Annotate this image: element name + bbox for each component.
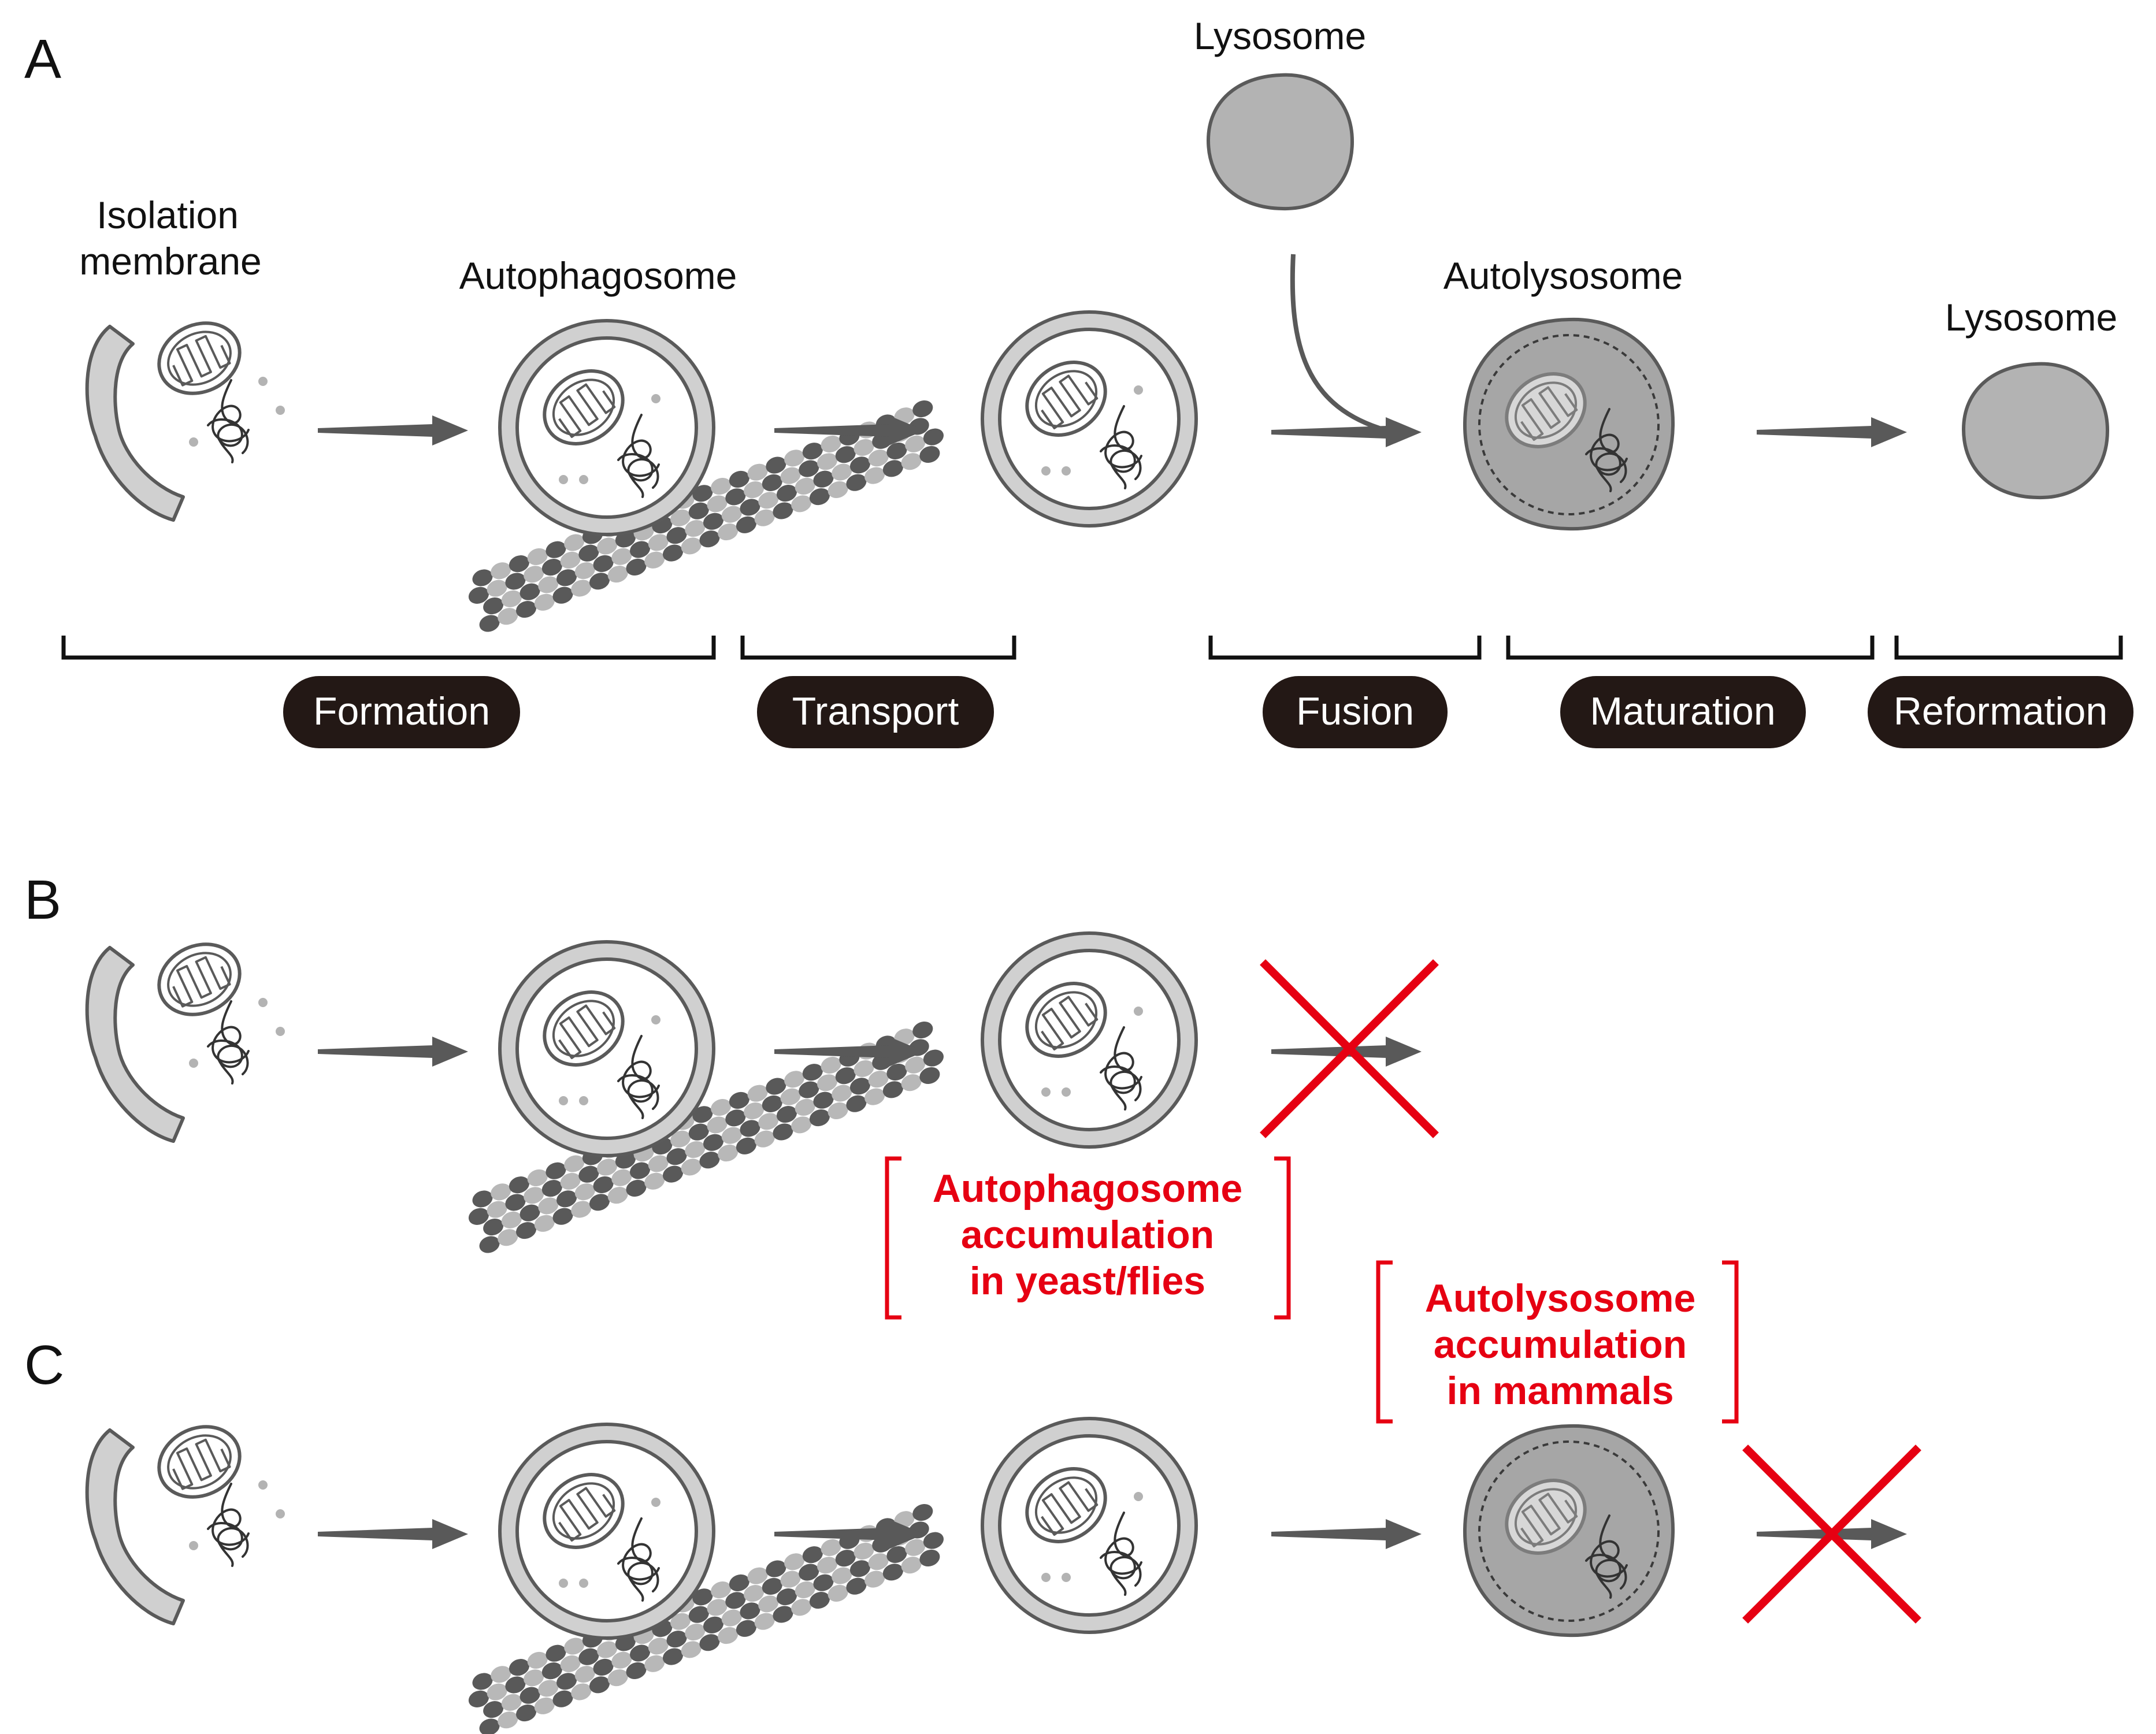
isolation-membrane-label-line1: Isolation xyxy=(97,194,239,236)
step-fusion-label: Fusion xyxy=(1296,689,1414,733)
panel-letter-a: A xyxy=(24,28,61,90)
note-c-line1: Autolysosome xyxy=(1425,1276,1696,1320)
autophagosome-a-transported xyxy=(982,312,1196,526)
note-c-line2: accumulation xyxy=(1434,1323,1687,1367)
note-c-line3: in mammals xyxy=(1446,1369,1673,1413)
autophagosome-c-transported xyxy=(982,1419,1196,1632)
lysosome-top-label: Lysosome xyxy=(1194,14,1366,57)
isolation-membrane-label-line2: membrane xyxy=(79,240,261,283)
stage-brackets xyxy=(61,636,2123,660)
lysosome-right xyxy=(1964,364,2107,497)
panel-b: B Autophagosome accumulation in yeast/fl… xyxy=(24,869,1433,1320)
step-maturation-label: Maturation xyxy=(1590,689,1775,733)
autophagosome-b xyxy=(500,942,714,1156)
autophagosome-b-transported xyxy=(982,933,1196,1147)
isolation-membrane-b xyxy=(87,931,285,1141)
arrow-a-4 xyxy=(1757,417,1907,447)
step-reformation-label: Reformation xyxy=(1894,689,2107,733)
arrow-b-1 xyxy=(318,1037,468,1067)
arrow-a-1 xyxy=(318,415,468,445)
step-maturation: Maturation xyxy=(1560,676,1806,748)
panel-a: A Isolation membrane Autophagosome Lysos… xyxy=(24,14,2133,748)
step-transport-label: Transport xyxy=(792,689,959,733)
autolysosome-label: Autolysosome xyxy=(1443,254,1683,297)
isolation-membrane xyxy=(87,310,285,520)
panel-letter-c: C xyxy=(24,1334,64,1396)
lysosome-top xyxy=(1208,75,1352,209)
note-b-line3: in yeast/flies xyxy=(970,1259,1205,1303)
autophagosome-a xyxy=(500,321,714,534)
step-reformation: Reformation xyxy=(1868,676,2133,748)
autophagosome-label: Autophagosome xyxy=(459,254,737,297)
arrow-c-3 xyxy=(1271,1519,1422,1549)
autophagosome-c xyxy=(500,1424,714,1638)
note-b-line2: accumulation xyxy=(961,1213,1214,1257)
autolysosome-a xyxy=(1465,320,1673,529)
step-formation: Formation xyxy=(283,676,520,748)
note-c-bracket xyxy=(1376,1260,1739,1424)
note-b-line1: Autophagosome xyxy=(933,1167,1242,1211)
step-fusion: Fusion xyxy=(1263,676,1448,748)
lysosome-right-label: Lysosome xyxy=(1945,296,2117,339)
fusion-curve xyxy=(1290,254,1388,433)
arrow-a-3 xyxy=(1271,417,1422,447)
panel-c: C Autolysosome accumulation in mammals xyxy=(24,1260,1916,1734)
note-b-bracket xyxy=(885,1156,1291,1320)
step-formation-label: Formation xyxy=(313,689,490,733)
step-transport: Transport xyxy=(757,676,994,748)
isolation-membrane-c xyxy=(87,1414,285,1624)
panel-letter-b: B xyxy=(24,869,61,931)
autolysosome-c xyxy=(1465,1426,1673,1635)
arrow-c-1 xyxy=(318,1519,468,1549)
